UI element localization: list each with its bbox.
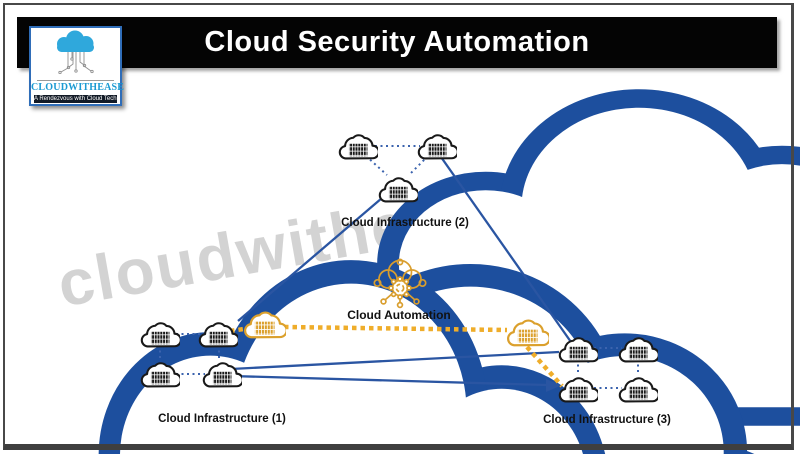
server-cloud-icon xyxy=(558,377,598,403)
orange-server-cloud-icon xyxy=(506,319,549,347)
server-cloud-icon xyxy=(338,134,378,160)
cloud-infrastructure-2-label: Cloud Infrastructure (2) xyxy=(341,217,469,229)
server-cloud-icon xyxy=(202,362,242,388)
server-cloud-icon xyxy=(618,337,658,363)
cloud-infrastructure-3-label: Cloud Infrastructure (3) xyxy=(543,414,671,426)
gear-cloud-automation-icon xyxy=(373,258,427,309)
server-cloud-icon xyxy=(140,322,180,348)
brand-cloud-icon xyxy=(57,30,94,52)
server-cloud-icon xyxy=(558,337,598,363)
title-bar: Cloud Security Automation xyxy=(17,17,777,68)
server-cloud-icon xyxy=(198,322,238,348)
server-cloud-icon xyxy=(618,377,658,403)
cloud-infrastructure-1-label: Cloud Infrastructure (1) xyxy=(158,413,286,425)
link-cloud1-to-cloud3-lower xyxy=(230,374,548,387)
page-title: Cloud Security Automation xyxy=(204,26,590,58)
server-cloud-icon xyxy=(417,134,457,160)
orange-server-cloud-icon xyxy=(243,311,286,339)
logo-divider xyxy=(37,80,114,81)
server-cloud-icon xyxy=(140,362,180,388)
link-cloud2-to-cloud1 xyxy=(237,191,390,322)
link-orange-cloud3-diagonal xyxy=(525,345,564,388)
brand-logo-card: CLOUDWITHEASE A Rendezvous with Cloud Te… xyxy=(29,26,125,106)
link-orange-horizontal xyxy=(283,324,508,333)
intra-cloud-links xyxy=(159,145,639,389)
circuit-traces-icon xyxy=(58,52,94,75)
link-cloud2-to-cloud3 xyxy=(440,156,572,343)
inter-cloud-links xyxy=(230,156,572,387)
brand-tagline: A Rendezvous with Cloud Technologies xyxy=(34,95,117,103)
server-cloud-icon xyxy=(378,177,418,203)
link-cloud1-to-cloud3-upper xyxy=(230,350,560,371)
arrowhead-icon xyxy=(546,379,561,392)
cloud-automation-label: Cloud Automation xyxy=(347,308,451,322)
cloud-circuit-icon xyxy=(57,30,94,75)
brand-name: CLOUDWITHEASE xyxy=(31,82,125,93)
